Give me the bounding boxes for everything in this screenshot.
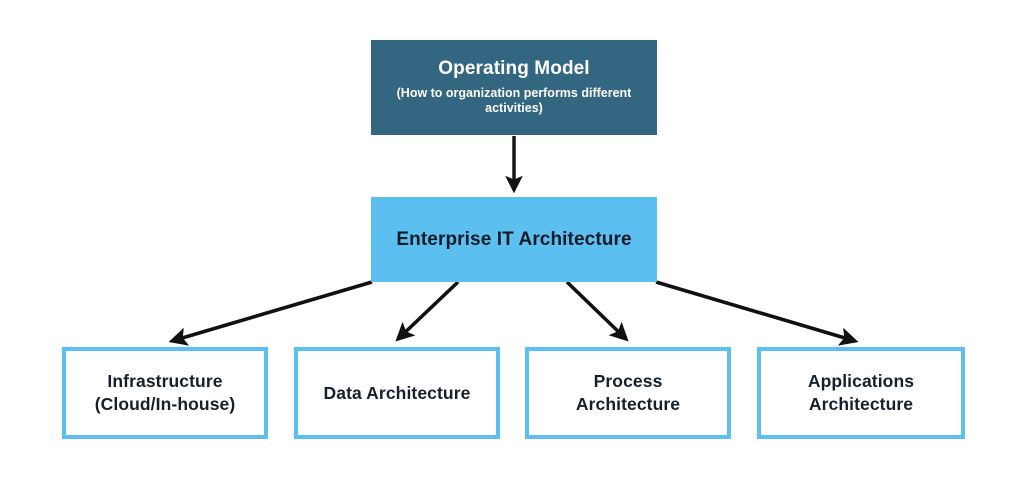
connector-enterprise-it-to-infrastructure — [168, 280, 373, 346]
node-infrastructure-line2: (Cloud/In-house) — [94, 394, 236, 414]
node-data-architecture: Data Architecture — [294, 347, 500, 439]
node-operating-model-title: Operating Model — [438, 57, 590, 79]
connector-enterprise-it-to-data-architecture — [395, 280, 460, 342]
connector-enterprise-it-to-applications-architecture — [655, 280, 859, 346]
node-enterprise-it-architecture-title: Enterprise IT Architecture — [396, 228, 632, 250]
connector-enterprise-it-to-process-architecture — [565, 280, 629, 342]
node-applications-architecture: Applications Architecture — [757, 347, 965, 439]
node-infrastructure: Infrastructure (Cloud/In-house) — [62, 347, 268, 439]
node-process-architecture-line2: Architecture — [575, 394, 681, 414]
node-infrastructure-line1: Infrastructure — [107, 371, 223, 392]
node-enterprise-it-architecture: Enterprise IT Architecture — [371, 197, 657, 282]
node-process-architecture-line1: Process — [593, 371, 663, 392]
node-data-architecture-line1: Data Architecture — [323, 382, 471, 403]
node-operating-model: Operating Model (How to organization per… — [371, 40, 657, 135]
node-applications-architecture-line1: Applications — [807, 371, 915, 392]
node-applications-architecture-line2: Architecture — [808, 394, 914, 414]
node-process-architecture: Process Architecture — [525, 347, 731, 439]
node-operating-model-subtitle: (How to organization performs different … — [396, 85, 632, 116]
